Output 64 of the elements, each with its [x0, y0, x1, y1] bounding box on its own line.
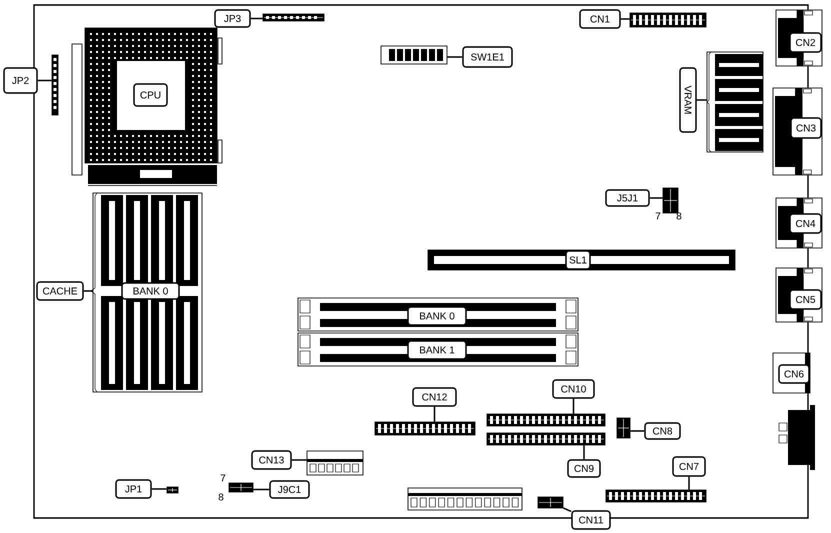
callout-label: BANK 0	[407, 306, 467, 326]
power-connector	[306, 450, 364, 476]
callout-label: J5J1	[605, 189, 650, 207]
jumper-block	[166, 486, 178, 494]
jumper-block	[662, 188, 678, 214]
leader-line	[688, 476, 690, 490]
callout-label: CN2	[789, 32, 822, 53]
callout-label: CPU	[133, 83, 168, 107]
callout-label: J9C1	[269, 480, 310, 499]
pin-header	[486, 414, 606, 426]
leader-line	[250, 18, 263, 20]
callout-label: JP3	[214, 9, 251, 28]
callout-label: SL1	[565, 250, 591, 270]
leader-line	[630, 430, 644, 432]
pin-header	[606, 490, 706, 502]
pin-number: 7	[220, 474, 226, 482]
leader-line	[152, 488, 167, 490]
jumper-block	[616, 418, 630, 438]
pin-header	[630, 12, 706, 28]
pin-header	[374, 422, 476, 436]
callout-label: CACHE	[36, 281, 84, 301]
callout-label: CN3	[790, 117, 822, 139]
leader-line	[447, 56, 462, 58]
callout-label: SW1E1	[462, 46, 513, 68]
callout-label: CN10	[552, 379, 595, 399]
leader-line	[572, 398, 574, 414]
jumper-block	[538, 496, 564, 508]
cache-chips	[90, 192, 202, 392]
callout-label: CN11	[571, 510, 611, 530]
callout-label: CN4	[789, 213, 822, 234]
leader-line	[620, 18, 630, 20]
leader-line	[253, 488, 270, 490]
callout-label: CN5	[789, 289, 822, 310]
leader-line	[84, 290, 93, 292]
cpu-socket	[72, 28, 222, 186]
leader-line	[650, 197, 663, 199]
callout-label: BANK 1	[407, 340, 467, 360]
callout-label: BANK 0	[121, 282, 180, 300]
pin-number: 8	[218, 493, 224, 501]
callout-label: JP2	[3, 67, 38, 94]
pin-header	[52, 54, 58, 116]
callout-label: CN13	[251, 450, 292, 470]
leader-line	[38, 80, 52, 82]
callout-label: CN8	[644, 422, 681, 440]
pin-header	[262, 14, 324, 22]
pin-number: 7	[656, 212, 660, 220]
pin-number: 8	[676, 212, 682, 220]
jumper-block	[228, 482, 254, 492]
pin-header	[486, 432, 606, 446]
callout-label: JP1	[115, 479, 152, 499]
callout-label: CN1	[579, 9, 621, 29]
callout-label: CN9	[567, 459, 601, 478]
callout-label: CN12	[412, 387, 457, 407]
callout-label: VRAM	[679, 67, 697, 133]
leader-line	[583, 445, 585, 460]
vram-chips	[706, 52, 764, 152]
leader-line	[434, 406, 436, 422]
leader-line	[563, 507, 572, 512]
callout-label: CN6	[778, 364, 810, 384]
expansion-slot	[428, 250, 736, 270]
leader-line	[696, 99, 707, 101]
leader-line	[292, 459, 307, 461]
callout-label: CN7	[672, 456, 706, 477]
dip-switch	[380, 46, 448, 64]
